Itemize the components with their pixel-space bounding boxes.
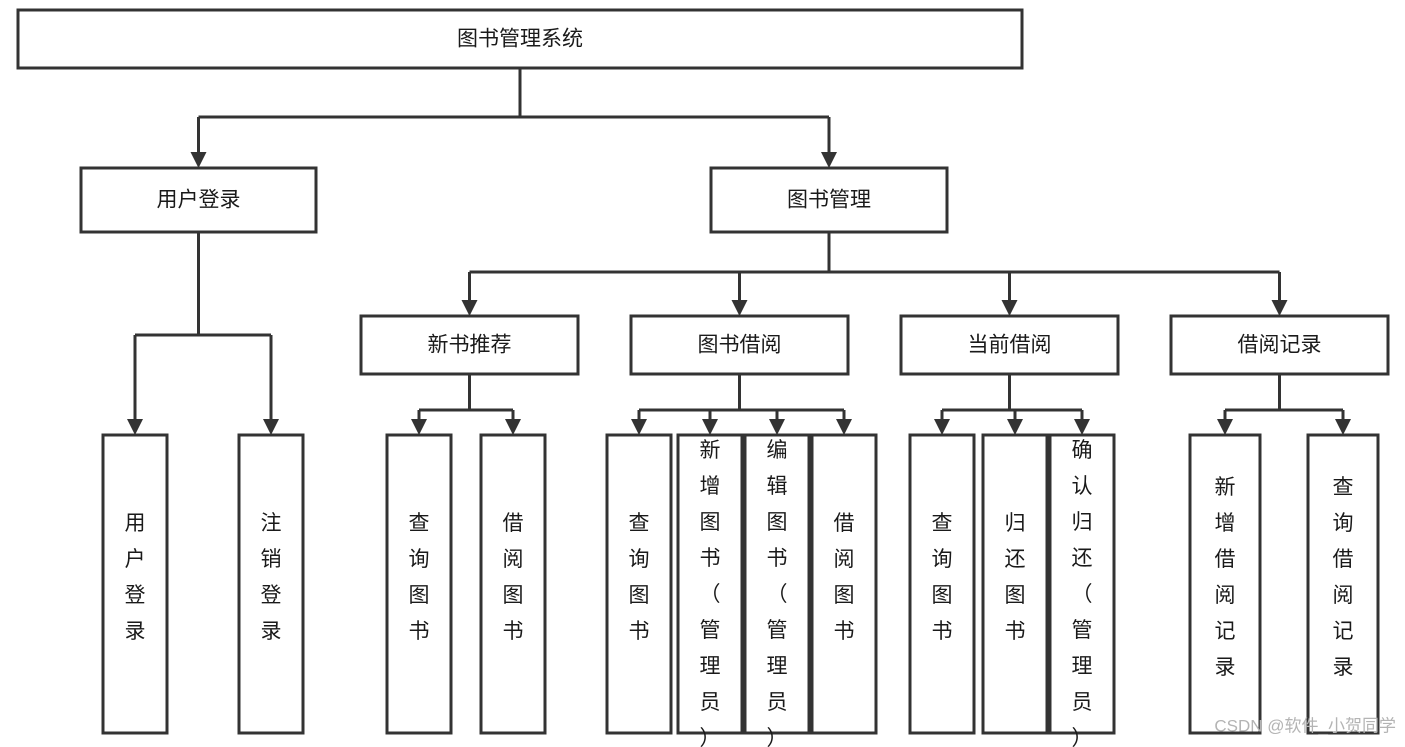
- node-leaf-11-box[interactable]: [1188, 433, 1262, 735]
- node-leaf-6-label: 编辑图书（管理员）: [767, 439, 788, 747]
- node-leaf-4[interactable]: 查询图书: [605, 433, 673, 735]
- node-leaf-2-label: 查询图书: [409, 512, 430, 643]
- node-leaf-11-label: 新增借阅记录: [1215, 476, 1236, 679]
- level3-1-to-leaves-drop-0-arrowhead: [631, 419, 647, 435]
- node-root-book-management-system-box[interactable]: [16, 8, 1024, 70]
- level3-0-to-leaves-drop-1-arrowhead: [505, 419, 521, 435]
- node-leaf-5-label: 新增图书（管理员）: [700, 439, 721, 747]
- node-leaf-4-box[interactable]: [605, 433, 673, 735]
- node-leaf-3-label: 借阅图书: [503, 512, 524, 643]
- node-leaf-9-box[interactable]: [981, 433, 1049, 735]
- node-level3-2[interactable]: 当前借阅: [899, 314, 1120, 376]
- node-level3-0-box[interactable]: [359, 314, 580, 376]
- node-level2-1-box[interactable]: [709, 166, 949, 234]
- node-leaf-6[interactable]: 编辑图书（管理员）: [743, 433, 811, 747]
- node-leaf-2-box[interactable]: [385, 433, 453, 735]
- node-layer: 图书管理系统用户登录图书管理新书推荐图书借阅当前借阅借阅记录用户登录注销登录查询…: [16, 8, 1390, 747]
- node-leaf-5-box[interactable]: [676, 433, 744, 735]
- node-leaf-1-box[interactable]: [237, 433, 305, 735]
- node-leaf-11[interactable]: 新增借阅记录: [1188, 433, 1262, 735]
- node-leaf-6-box[interactable]: [743, 433, 811, 735]
- node-leaf-2[interactable]: 查询图书: [385, 433, 453, 735]
- node-level2-0-label: 用户登录: [157, 189, 241, 212]
- level3-3-to-leaves-drop-0-arrowhead: [1217, 419, 1233, 435]
- root-to-level2-drop-1-arrowhead: [821, 152, 837, 168]
- level3-2-to-leaves-drop-1-arrowhead: [1007, 419, 1023, 435]
- book-mgmt-to-level3-drop-2-arrowhead: [1001, 300, 1018, 316]
- node-leaf-3[interactable]: 借阅图书: [479, 433, 547, 735]
- user-login-to-leaves-drop-0-arrowhead: [127, 419, 143, 435]
- node-level3-2-box[interactable]: [899, 314, 1120, 376]
- connector-layer: [127, 68, 1351, 435]
- node-level3-1-label: 图书借阅: [698, 334, 782, 357]
- node-level2-0-box[interactable]: [79, 166, 318, 234]
- book-mgmt-to-level3-drop-1-arrowhead: [731, 300, 748, 316]
- node-leaf-7-box[interactable]: [810, 433, 878, 735]
- node-level3-0-label: 新书推荐: [428, 334, 512, 357]
- level3-2-to-leaves-drop-2-arrowhead: [1074, 419, 1090, 435]
- level3-3-to-leaves-drop-1-arrowhead: [1335, 419, 1351, 435]
- level3-2-to-leaves-drop-0-arrowhead: [934, 419, 950, 435]
- node-leaf-0-label: 用户登录: [125, 512, 146, 643]
- node-leaf-12-box[interactable]: [1306, 433, 1380, 735]
- node-leaf-5[interactable]: 新增图书（管理员）: [676, 433, 744, 747]
- node-leaf-1-label: 注销登录: [261, 512, 282, 643]
- node-level3-3-box[interactable]: [1169, 314, 1390, 376]
- node-level3-3-label: 借阅记录: [1238, 334, 1322, 357]
- node-level3-1-box[interactable]: [629, 314, 850, 376]
- node-leaf-0[interactable]: 用户登录: [101, 433, 169, 735]
- level3-1-to-leaves-drop-1-arrowhead: [702, 419, 718, 435]
- node-leaf-8-label: 查询图书: [932, 512, 953, 643]
- node-leaf-10-label: 确认归还（管理员）: [1072, 439, 1093, 747]
- node-leaf-8-box[interactable]: [908, 433, 976, 735]
- node-leaf-4-label: 查询图书: [629, 512, 650, 643]
- node-root-book-management-system[interactable]: 图书管理系统: [16, 8, 1024, 70]
- node-root-book-management-system-label: 图书管理系统: [457, 28, 583, 51]
- level3-1-to-leaves-drop-3-arrowhead: [836, 419, 852, 435]
- node-leaf-9-label: 归还图书: [1005, 512, 1026, 643]
- level3-1-to-leaves-drop-2-arrowhead: [769, 419, 785, 435]
- node-level2-1[interactable]: 图书管理: [709, 166, 949, 234]
- level3-0-to-leaves-drop-0-arrowhead: [411, 419, 427, 435]
- node-level3-1[interactable]: 图书借阅: [629, 314, 850, 376]
- node-level2-0[interactable]: 用户登录: [79, 166, 318, 234]
- node-leaf-10[interactable]: 确认归还（管理员）: [1048, 433, 1116, 747]
- node-leaf-7[interactable]: 借阅图书: [810, 433, 878, 735]
- node-leaf-9[interactable]: 归还图书: [981, 433, 1049, 735]
- node-leaf-10-box[interactable]: [1048, 433, 1116, 735]
- node-leaf-12[interactable]: 查询借阅记录: [1306, 433, 1380, 735]
- node-level3-0[interactable]: 新书推荐: [359, 314, 580, 376]
- node-level2-1-label: 图书管理: [787, 189, 871, 212]
- root-to-level2-drop-0-arrowhead: [190, 152, 207, 168]
- node-leaf-3-box[interactable]: [479, 433, 547, 735]
- book-mgmt-to-level3-drop-0-arrowhead: [461, 300, 478, 316]
- csdn-watermark: CSDN @软件_小贺同学: [1214, 716, 1396, 735]
- node-leaf-7-label: 借阅图书: [834, 512, 855, 643]
- user-login-to-leaves-drop-1-arrowhead: [263, 419, 279, 435]
- node-leaf-0-box[interactable]: [101, 433, 169, 735]
- node-leaf-8[interactable]: 查询图书: [908, 433, 976, 735]
- node-level3-2-label: 当前借阅: [968, 334, 1052, 357]
- node-level3-3[interactable]: 借阅记录: [1169, 314, 1390, 376]
- book-mgmt-to-level3-drop-3-arrowhead: [1271, 300, 1288, 316]
- node-leaf-1[interactable]: 注销登录: [237, 433, 305, 735]
- node-leaf-12-label: 查询借阅记录: [1333, 476, 1354, 679]
